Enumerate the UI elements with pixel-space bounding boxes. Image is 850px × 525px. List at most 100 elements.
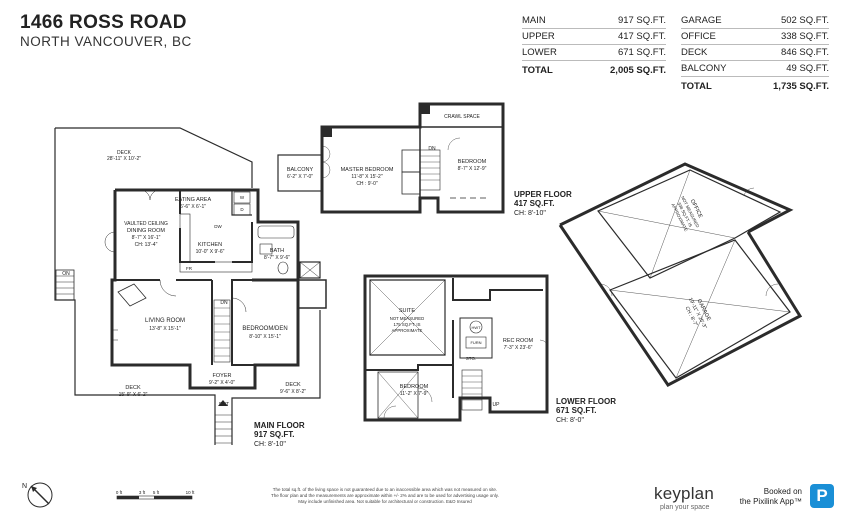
crawl-space-label: CRAWL SPACE — [444, 114, 480, 120]
pixilink-badge-icon: P — [810, 484, 834, 508]
entry-label: ENT — [219, 402, 229, 408]
disclaimer: The total sq.ft. of the living space is … — [250, 487, 520, 505]
area-value: 338 SQ.FT. — [747, 28, 829, 45]
hwt-label: HWT — [471, 325, 481, 330]
storage-label: STO. — [466, 356, 476, 361]
foyer-dim: 9'-2" X 4'-0" — [209, 380, 235, 386]
suite-note3: APPROXIMATE — [392, 328, 423, 333]
area-name: MAIN — [522, 13, 578, 29]
area-name: OFFICE — [681, 28, 748, 45]
upper-floor-title: UPPER FLOOR — [514, 190, 572, 199]
keyplan-tagline: plan your space — [660, 504, 710, 511]
property-address: 1466 ROSS ROAD — [20, 12, 187, 33]
area-name: DECK — [681, 44, 748, 61]
area-value: 846 SQ.FT. — [747, 44, 829, 61]
booked-line2: the Pixilink App™ — [739, 497, 802, 506]
keyplan-logo: keyplan — [654, 484, 714, 503]
kitchen-label: KITCHEN — [198, 242, 222, 248]
fridge-label: FR — [186, 266, 193, 271]
area-name: BALCONY — [681, 60, 748, 77]
area-total-name: TOTAL — [681, 76, 748, 94]
main-dn-label: DN — [220, 300, 228, 306]
deck-right-label: DECK — [285, 382, 301, 388]
area-total-value: 1,735 SQ.FT. — [747, 76, 829, 94]
area-value: 671 SQ.FT. — [577, 44, 666, 61]
area-value: 502 SQ.FT. — [747, 13, 829, 29]
master-bedroom-label: MASTER BEDROOM — [341, 167, 394, 173]
disclaimer-line: The total sq.ft. of the living space is … — [272, 487, 498, 492]
lower-up-label: UP — [493, 402, 501, 408]
master-bedroom-dim: 11'-8" X 15'-2" — [351, 174, 382, 180]
balcony-dim: 6'-2" X 7'-0" — [287, 174, 313, 180]
bedroom-upper-dim: 8'-7" X 12'-9" — [458, 166, 487, 172]
main-floor-ch: CH: 8'-10" — [254, 441, 286, 448]
living-room-label: LIVING ROOM — [145, 318, 185, 324]
dining-room-label: DINING ROOM — [127, 228, 165, 234]
suite-note1: NOT MEASURED — [390, 316, 425, 321]
main-floor-title: MAIN FLOOR — [254, 421, 305, 430]
rec-room-dim: 7'-3" X 23'-6" — [504, 345, 533, 351]
bedroom-lower-label: BEDROOM — [400, 384, 429, 390]
main-floor-area: 917 SQ.FT. — [254, 430, 294, 439]
dishwasher-label: DW — [214, 224, 222, 229]
bedroom-den-dim: 8'-10" X 15'-1" — [249, 334, 281, 340]
north-compass — [27, 482, 53, 508]
compass-north-label: N — [22, 483, 27, 490]
scale-bar — [116, 495, 193, 500]
upper-floor-area: 417 SQ.FT. — [514, 199, 554, 208]
washer-label: W — [240, 195, 245, 200]
suite-label: SUITE — [399, 308, 416, 314]
master-bedroom-ch: CH : 9'-0" — [356, 181, 378, 187]
bedroom-den-label: BEDROOM/DEN — [242, 326, 287, 332]
dryer-label: D — [240, 207, 244, 212]
eating-area-dim: 6'-6" X 6'-1" — [180, 204, 206, 210]
suite-note2: 175 SQ.FT. IS — [394, 322, 421, 327]
eating-area-label: EATING AREA — [175, 197, 212, 203]
scale-label: 3 ft — [139, 490, 146, 495]
area-value: 49 SQ.FT. — [747, 60, 829, 77]
garage-office-plan — [558, 162, 803, 387]
deck-right-dim: 9'-6" X 8'-2" — [280, 389, 306, 395]
area-name: UPPER — [522, 28, 578, 45]
disclaimer-line: The floor plan and the measurements are … — [271, 493, 499, 498]
area-value: 417 SQ.FT. — [577, 28, 666, 45]
dining-room-dim: 8'-7" X 16'-1" — [132, 235, 161, 241]
lower-floor-ch: CH: 8'-0" — [556, 417, 584, 424]
area-value: 917 SQ.FT. — [577, 13, 666, 29]
main-floor-plan — [54, 127, 327, 445]
lower-floor-title: LOWER FLOOR — [556, 397, 616, 406]
lower-floor-area: 671 SQ.FT. — [556, 406, 596, 415]
area-name: GARAGE — [681, 13, 748, 29]
scale-label: 10 ft — [186, 490, 196, 495]
foyer-label: FOYER — [213, 373, 232, 379]
property-city: NORTH VANCOUVER, BC — [20, 34, 192, 49]
upper-floor-plan — [277, 102, 505, 214]
dining-room-ch: CH: 13'-4" — [135, 242, 158, 248]
living-room-dim: 13'-8" X 15'-1" — [149, 326, 181, 332]
kitchen-dim: 10'-0" X 9'-6" — [196, 249, 225, 255]
deck-top-dim: 28'-11" X 10'-2" — [107, 156, 141, 162]
booked-line1: Booked on — [763, 487, 802, 496]
balcony-label: BALCONY — [287, 167, 314, 173]
upper-dn-label: DN — [428, 146, 436, 152]
rec-room-label: REC ROOM — [503, 338, 534, 344]
scale-label: 5 ft — [153, 490, 160, 495]
lower-floor-plan — [363, 274, 549, 422]
deck-left-label: DECK — [125, 385, 141, 391]
dining-note: VAULTED CEILING — [124, 221, 168, 227]
area-total-value: 2,005 SQ.FT. — [577, 60, 666, 78]
booked-text: Booked on the Pixilink App™ — [730, 487, 802, 507]
bedroom-lower-dim: 11'-2" X 7'-9" — [400, 391, 429, 397]
on-label: ON — [62, 271, 70, 277]
scale-label: 0 ft — [116, 490, 123, 495]
upper-floor-ch: CH: 8'-10" — [514, 210, 546, 217]
bath-label: BATH — [270, 248, 284, 254]
bedroom-upper-label: BEDROOM — [458, 159, 487, 165]
disclaimer-line: May include unfinished area. Not suitabl… — [298, 499, 472, 504]
area-total-name: TOTAL — [522, 60, 578, 78]
deck-left-dim: 15'-9" X 6'-2" — [119, 392, 148, 398]
bath-dim: 8'-7" X 9'-6" — [264, 255, 290, 261]
area-name: LOWER — [522, 44, 578, 61]
